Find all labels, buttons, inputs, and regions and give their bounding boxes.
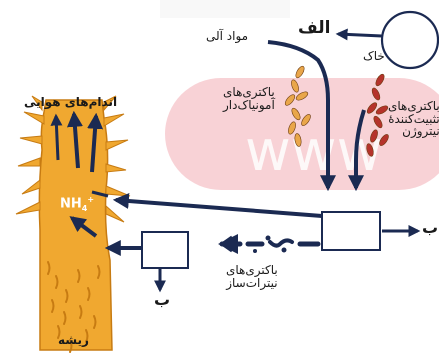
fixing-line-3: نیتروژن: [388, 125, 439, 138]
nitrifying-line-1: باکتری‌های: [226, 264, 278, 277]
plant-spike: [106, 164, 126, 172]
plant-spike: [18, 158, 40, 166]
nh4-text: NH: [60, 196, 82, 211]
plant-spike: [104, 114, 124, 126]
plant-spike: [106, 186, 130, 196]
plant-spike: [22, 180, 40, 194]
arrow-box-to-nh4: [116, 200, 322, 216]
plant-spike: [24, 112, 44, 124]
soil-circle: [382, 12, 438, 68]
arrow-to-alef: [338, 34, 382, 36]
arrow-up-to-aerial-3: [56, 116, 58, 160]
label-ammonifying-bacteria: باکتری‌های آمونیاک‌دار: [223, 86, 275, 111]
plant-spike: [20, 136, 42, 144]
label-be-bottom: ب: [154, 292, 170, 309]
plant-spike: [106, 206, 124, 222]
nitrifying-arrow: [222, 236, 318, 254]
label-soil: خاک: [363, 50, 385, 63]
watermark-text: www: [245, 119, 382, 184]
nitrate-box: [142, 232, 188, 268]
top-shade: [160, 0, 290, 18]
label-root: ریشه: [58, 334, 89, 347]
plant-illustration: [16, 96, 130, 352]
plant-spike: [16, 202, 40, 214]
nh4-superscript: +: [87, 195, 94, 204]
label-alef: الف: [298, 20, 330, 38]
label-be-right: ب: [422, 220, 438, 237]
label-organic-matter: مواد آلی: [206, 30, 248, 43]
fixing-line-1: باکتری‌های: [388, 100, 439, 113]
ammonium-box: [322, 212, 380, 250]
label-nitrogen-fixing-bacteria: باکتری‌های تثبیت‌کنندهٔ نیتروژن: [388, 100, 439, 138]
nh4-subscript: 4: [82, 204, 88, 213]
label-aerial-organs: اندام‌های هوایی: [24, 96, 117, 109]
bacterium: [294, 65, 306, 79]
nitrifying-line-2: نیترات‌ساز: [226, 277, 278, 290]
ammonifying-line-1: باکتری‌های: [223, 86, 275, 99]
plant-spike: [106, 140, 128, 150]
ammonifying-line-2: آمونیاک‌دار: [223, 99, 275, 112]
label-nitrifying-bacteria: باکتری‌های نیترات‌ساز: [226, 264, 278, 289]
label-nh4: NH4+: [60, 196, 94, 213]
